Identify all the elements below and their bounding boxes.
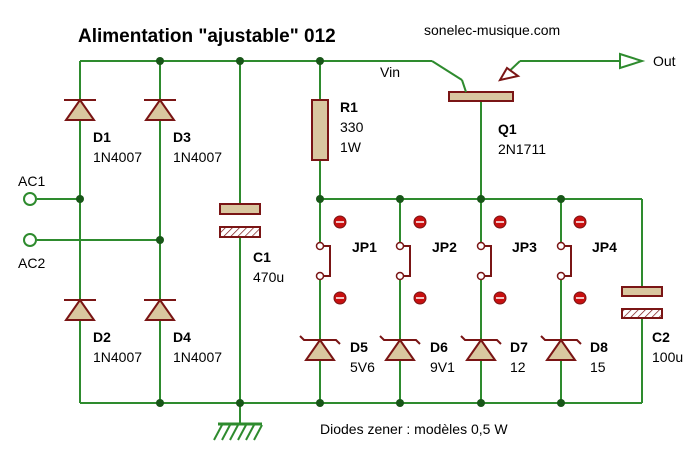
d5-ref: D5 [350, 339, 368, 355]
r1-value: 330 [340, 119, 364, 135]
transistor-q1-symbol [448, 60, 521, 102]
d3-ref: D3 [173, 129, 191, 145]
jp2-ref: JP2 [432, 239, 457, 255]
website-label: sonelec-musique.com [424, 22, 560, 38]
c1-value: 470u [253, 269, 284, 285]
d5-value: 5V6 [350, 359, 375, 375]
jp3-ref: JP3 [512, 239, 537, 255]
net-label-ac1: AC1 [18, 173, 45, 189]
d4-ref: D4 [173, 329, 191, 345]
wires [37, 60, 643, 424]
zener-d5-symbol [299, 335, 341, 361]
d8-ref: D8 [590, 339, 608, 355]
d7-ref: D7 [510, 339, 528, 355]
schematic-title: Alimentation "ajustable" 012 [78, 26, 336, 47]
d6-value: 9V1 [430, 359, 455, 375]
jp4-ref: JP4 [592, 239, 617, 255]
c1-ref: C1 [253, 249, 271, 265]
net-label-ac2: AC2 [18, 255, 45, 271]
capacitor-c2-symbol [621, 286, 663, 319]
net-label-vin: Vin [380, 64, 400, 80]
d1-value: 1N4007 [93, 149, 142, 165]
diode-d4-symbol [144, 298, 176, 321]
out-port-arrow [619, 52, 646, 70]
net-label-out: Out [653, 53, 676, 69]
zener-d7-symbol [460, 335, 502, 361]
c2-ref: C2 [652, 329, 670, 345]
diode-d3-symbol [144, 98, 176, 121]
zener-d6-symbol [379, 335, 421, 361]
d1-ref: D1 [93, 129, 111, 145]
diode-d2-symbol [64, 298, 96, 321]
r1-power: 1W [340, 139, 362, 155]
zener-footnote: Diodes zener : modèles 0,5 W [320, 421, 508, 437]
capacitor-c1-symbol [219, 203, 261, 238]
d4-value: 1N4007 [173, 349, 222, 365]
jumper-jp4-symbol [556, 215, 587, 305]
d7-value: 12 [510, 359, 526, 375]
resistor-r1-symbol [311, 99, 329, 161]
d2-value: 1N4007 [93, 349, 142, 365]
d2-ref: D2 [93, 329, 111, 345]
ac2-terminal [23, 233, 37, 247]
d8-value: 15 [590, 359, 606, 375]
q1-value: 2N1711 [498, 141, 546, 157]
d6-ref: D6 [430, 339, 448, 355]
c2-value: 100u [652, 349, 683, 365]
ac1-terminal [23, 192, 37, 206]
jp1-ref: JP1 [352, 239, 377, 255]
jumper-jp2-symbol [395, 215, 427, 305]
zener-d8-symbol [540, 335, 582, 361]
diode-d1-symbol [64, 98, 96, 121]
jumper-jp3-symbol [476, 215, 507, 305]
junction-dots [76, 57, 565, 407]
jumper-jp1-symbol [315, 215, 347, 305]
d3-value: 1N4007 [173, 149, 222, 165]
ground-symbol [213, 422, 263, 441]
q1-ref: Q1 [498, 121, 517, 137]
r1-ref: R1 [340, 99, 358, 115]
